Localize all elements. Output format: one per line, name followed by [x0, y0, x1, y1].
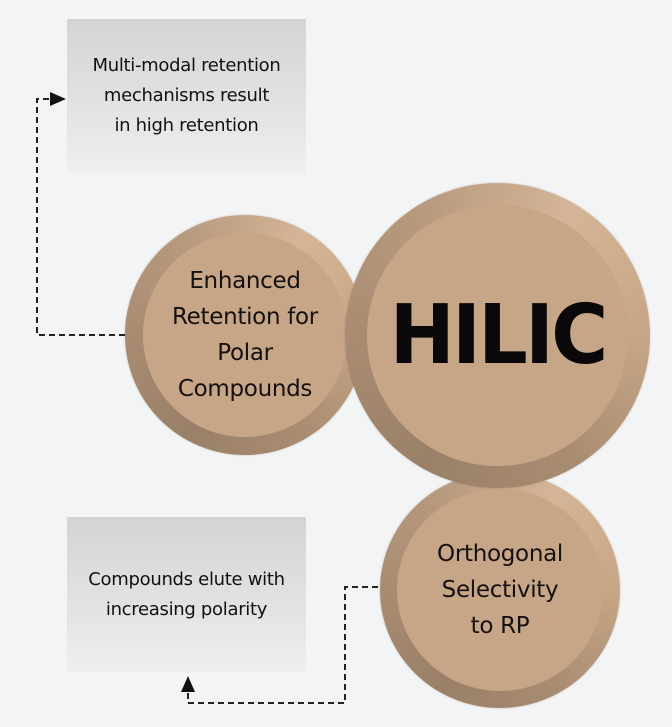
- arrowhead-right-icon: [50, 92, 66, 106]
- benefit-label-orthogonal-selectivity: Orthogonal Selectivity to RP: [437, 541, 563, 639]
- benefit-circle-enhanced-retention: Enhanced Retention for Polar Compounds: [125, 215, 365, 455]
- outcome-box-high-retention: Multi-modal retention mechanisms result …: [67, 19, 306, 173]
- hilic-center-circle: HILIC: [345, 183, 650, 488]
- outcome-label-polarity-elution: Compounds elute with increasing polarity: [88, 568, 285, 620]
- arrowhead-up-icon: [181, 676, 195, 692]
- outcome-box-polarity-elution: Compounds elute with increasing polarity: [67, 517, 306, 672]
- hilic-title: HILIC: [389, 288, 609, 383]
- benefit-circle-orthogonal-selectivity: Orthogonal Selectivity to RP: [380, 472, 620, 708]
- outcome-label-high-retention: Multi-modal retention mechanisms result …: [92, 55, 281, 136]
- benefit-label-enhanced-retention: Enhanced Retention for Polar Compounds: [172, 268, 318, 402]
